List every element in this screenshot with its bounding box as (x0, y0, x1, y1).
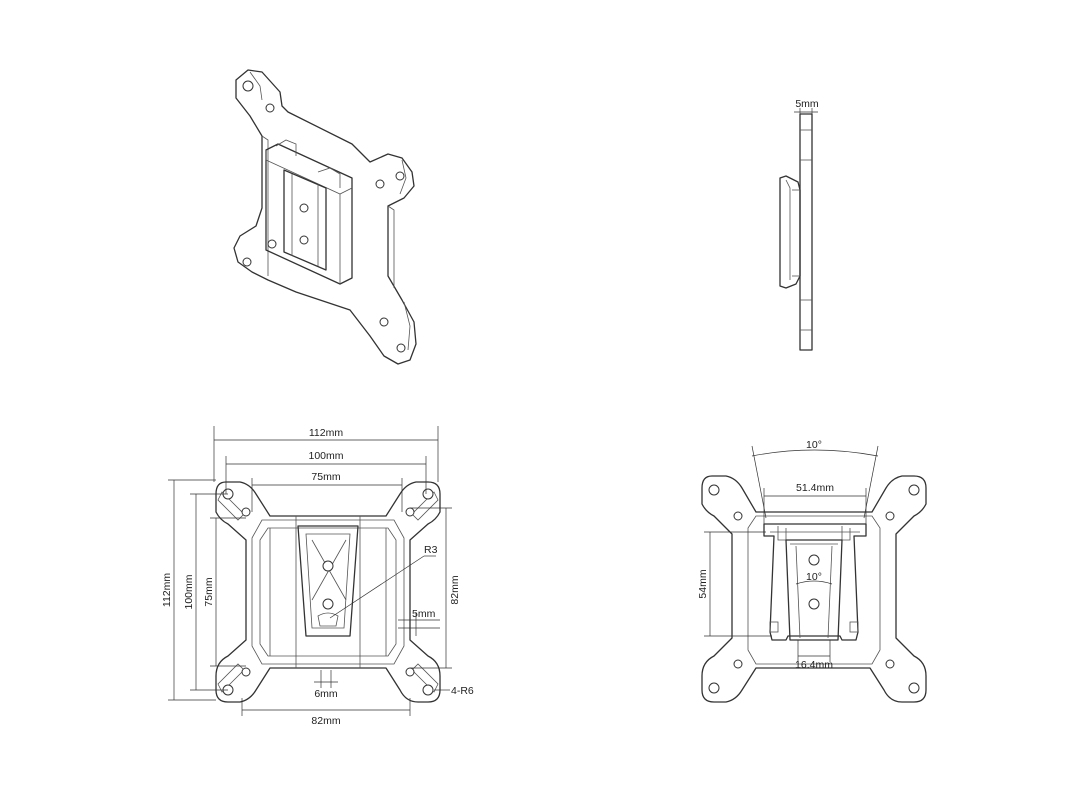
dim-82mm-width: 82mm (311, 715, 340, 727)
side-view: 5mm (779, 98, 819, 351)
dim-75mm-height: 75mm (203, 577, 215, 606)
back-view: 10° 51.4mm 10° 54mm 16.4mm (697, 439, 927, 703)
dim-51-4mm: 51.4mm (796, 482, 834, 494)
dim-100mm-height: 100mm (183, 574, 195, 609)
dim-112mm-height: 112mm (161, 573, 173, 607)
dim-54mm: 54mm (697, 569, 709, 598)
dim-100mm-width: 100mm (308, 450, 343, 462)
dim-16-4mm: 16.4mm (795, 659, 833, 671)
dim-6mm: 6mm (314, 688, 338, 700)
dim-112mm-width: 112mm (309, 427, 343, 439)
dim-82mm-height: 82mm (449, 575, 461, 604)
dim-5mm-slot: 5mm (412, 608, 436, 620)
dim-10deg-inner: 10° (806, 571, 822, 583)
dim-10deg-top: 10° (806, 439, 822, 451)
dim-75mm-width: 75mm (311, 471, 340, 483)
dim-4-r6: 4-R6 (451, 685, 474, 697)
dim-5mm-side: 5mm (795, 98, 819, 110)
front-view: 112mm 100mm 75mm 112mm 100mm 75mm 82mm R… (161, 426, 474, 727)
isometric-view (233, 69, 417, 365)
dim-r3: R3 (424, 544, 438, 556)
